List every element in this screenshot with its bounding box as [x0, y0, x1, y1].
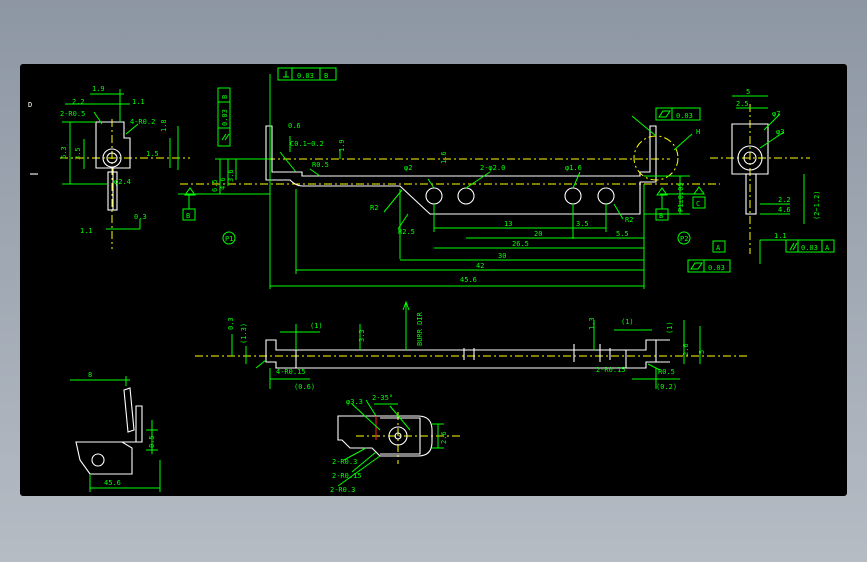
dim-2-2-right: 2.2 — [778, 196, 791, 204]
dim-6-5: 6.5 — [211, 179, 219, 192]
dim-30: 30 — [498, 252, 506, 260]
par-tolerance-right: 0.03 — [801, 244, 818, 252]
dim-3-6: 3.6 — [227, 169, 235, 182]
dim-0-6: 0.6 — [288, 122, 301, 130]
dim-1-9: 1.9 — [92, 85, 105, 93]
dim-45-6-main: 45.6 — [460, 276, 477, 284]
dim-1-8: 1.8 — [160, 119, 168, 132]
perp-datum: B — [324, 72, 328, 80]
dim-1-5: 1.5 — [146, 150, 159, 158]
holes-2-dia-2: 2-φ2.0 — [480, 164, 505, 172]
dim-1-left: (1) — [310, 322, 323, 330]
datum-c: C — [696, 200, 700, 208]
point-p2: P2 — [680, 235, 688, 243]
section-label-h: H — [696, 128, 700, 136]
dim-1-1-right: 1.1 — [774, 232, 787, 240]
dim-1-right: (1) — [621, 318, 634, 326]
dim-0-5-detail: 0.5 — [148, 435, 156, 448]
dim-2-6: 2.6 — [682, 343, 690, 356]
radius-r0-5-bottom: R0.5 — [658, 368, 675, 376]
dim-0-6-paren: (0.6) — [294, 383, 315, 391]
dim-0-3-bottom: 0.3 — [227, 317, 235, 330]
side-marker-d: D — [28, 101, 32, 109]
burr-direction: BURR DIR — [416, 311, 424, 346]
dim-1-3: 1.3 — [588, 317, 596, 330]
radius-r2-left: R2 — [370, 204, 378, 212]
dim-2-6-detail: 2.6 — [440, 431, 448, 444]
dim-6-3: 6.3 — [60, 146, 68, 159]
cad-drawing-canvas[interactable]: D 1.9 2.2 1.1 2-R0.5 4-R0.2 6.3 3.5 1.5 … — [20, 64, 847, 496]
dim-42: 42 — [476, 262, 484, 270]
dim-dia-2-4: φ2.4 — [114, 178, 131, 186]
hole-dia-1-6: φ1.6 — [565, 164, 582, 172]
datum-b-right: B — [659, 212, 663, 220]
radius-2-r0-15-detail: 2-R0.15 — [332, 472, 362, 480]
radius-r0-5-main: R0.5 — [312, 161, 329, 169]
main-front-view: 0.03 B 0.03 B 0.6 C0.1~0.2 1.9 R0.5 6.5 … — [178, 67, 720, 289]
radius-r2-right: R2 — [625, 216, 633, 224]
dim-0-2-paren: (0.2) — [656, 383, 677, 391]
dim-5-bottom: 5 — [698, 350, 706, 354]
radius-r2-5: R2.5 — [398, 228, 415, 236]
datum-b-left: B — [186, 212, 190, 220]
bottom-plan-view: 0.3 (1.3) (1) 3.3 BURR DIR 1.3 (1) (1) 2… — [195, 300, 750, 391]
dim-1-side: (1) — [666, 321, 674, 334]
par-datum-right: A — [825, 244, 830, 252]
chamfer-c0-1: C0.1~0.2 — [290, 140, 324, 148]
point-p1: P1 — [225, 235, 233, 243]
dim-3-5: 3.5 — [74, 147, 82, 160]
flatness-tolerance-right: 0.03 — [708, 264, 725, 272]
dim-5-5: 5.5 — [616, 230, 629, 238]
dim-13: 13 — [504, 220, 512, 228]
radius-4-r0-2: 4-R0.2 — [130, 118, 155, 126]
dim-2-5-right: 2.5 — [736, 100, 749, 108]
datum-a: A — [716, 244, 721, 252]
radius-2-r0-3-b: 2-R0.3 — [330, 486, 355, 494]
radius-2-r0-3-a: 2-R0.3 — [332, 458, 357, 466]
dim-2-2: 2.2 — [72, 98, 85, 106]
right-end-view: 5 2.5 φ7 φ3 2.2 4.6 (2~1.2) 1.1 C A 0.03… — [687, 88, 835, 273]
flatness-tolerance: 0.03 — [676, 112, 693, 120]
radius-2-r0-5: 2-R0.5 — [60, 110, 85, 118]
dim-8-detail: 8 — [88, 371, 92, 379]
par-datum: B — [221, 95, 229, 99]
dim-2-1-2: (2~1.2) — [813, 190, 821, 220]
hole-dia-2: φ2 — [404, 164, 412, 172]
dim-dia-3-3: φ3.3 — [346, 398, 363, 406]
dim-1-1: 1.1 — [132, 98, 145, 106]
dim-5-right: 5 — [746, 88, 750, 96]
detail-bent-tab: 8 0.5 45.6 — [70, 371, 161, 492]
dim-p1-tol: P1±0.05 — [677, 182, 685, 212]
dim-1-9-main: 1.9 — [338, 139, 346, 152]
cad-drawing: D 1.9 2.2 1.1 2-R0.5 4-R0.2 6.3 3.5 1.5 … — [28, 67, 835, 494]
detail-hole-end: φ3.3 2-35° 2.6 2-R0.3 2-R0.15 2-R0.3 — [330, 394, 460, 494]
dim-1-3-paren: (1.3) — [240, 323, 248, 344]
dim-4-6: 4.6 — [219, 177, 227, 190]
perp-tolerance: 0.03 — [297, 72, 314, 80]
dim-1-6-main: 1.6 — [440, 151, 448, 164]
dim-dia-7: φ7 — [772, 110, 780, 118]
dim-0-3: 0.3 — [134, 213, 147, 221]
dim-3-5-main: 3.5 — [576, 220, 589, 228]
dim-26-5: 26.5 — [512, 240, 529, 248]
dim-3-3: 3.3 — [358, 329, 366, 342]
dim-dia-3: φ3 — [776, 128, 784, 136]
dim-45-6-detail: 45.6 — [104, 479, 121, 487]
angle-2-35: 2-35° — [372, 394, 393, 402]
dim-4-6-right: 4.6 — [778, 206, 791, 214]
par-tolerance: 0.03 — [221, 109, 229, 126]
left-end-view: 1.9 2.2 1.1 2-R0.5 4-R0.2 6.3 3.5 1.5 1.… — [60, 85, 190, 249]
dim-20: 20 — [534, 230, 542, 238]
radius-4-r0-15: 4-R0.15 — [276, 368, 306, 376]
dim-1-1-bottom: 1.1 — [80, 227, 93, 235]
radius-2-r0-15: 2-R0.15 — [596, 366, 626, 374]
